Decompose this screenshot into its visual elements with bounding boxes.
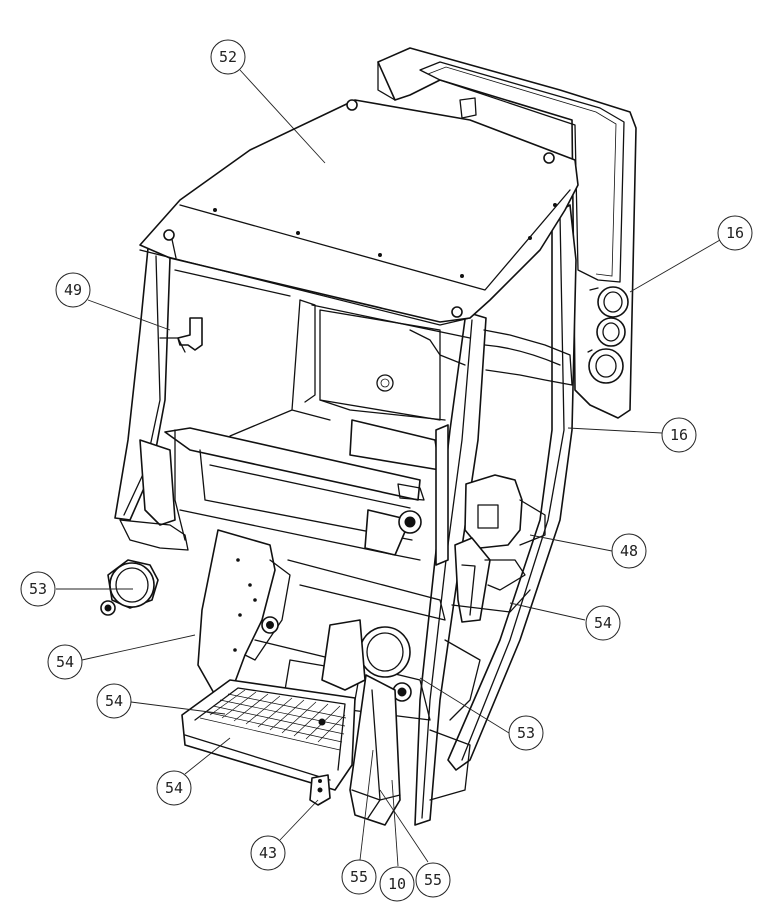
callout-label: 48 bbox=[620, 542, 638, 560]
callout-16-gauges: 16 bbox=[717, 215, 753, 251]
callout-label: 53 bbox=[29, 580, 47, 598]
lower-column bbox=[349, 674, 401, 826]
callout-52-roof: 52 bbox=[210, 39, 246, 75]
callout-53-left-light: 53 bbox=[20, 571, 56, 607]
callout-43-step-bracket: 43 bbox=[250, 835, 286, 871]
callout-55-left: 55 bbox=[341, 859, 377, 895]
left-side-panel bbox=[197, 529, 291, 696]
callout-label: 54 bbox=[56, 653, 74, 671]
cab-body bbox=[114, 204, 577, 826]
step-bracket bbox=[309, 774, 331, 806]
callout-label: 54 bbox=[594, 614, 612, 632]
callout-label: 55 bbox=[350, 868, 368, 886]
callout-49-bracket: 49 bbox=[55, 272, 91, 308]
callout-label: 52 bbox=[219, 48, 237, 66]
callout-54-step-left: 54 bbox=[96, 683, 132, 719]
hook-bracket bbox=[159, 317, 203, 353]
callout-10-column: 10 bbox=[379, 866, 415, 902]
callout-54-right-rail: 54 bbox=[585, 605, 621, 641]
callout-54-step-front: 54 bbox=[156, 770, 192, 806]
callout-label: 10 bbox=[388, 875, 406, 893]
callout-48-seat: 48 bbox=[611, 533, 647, 569]
callout-16-switch: 16 bbox=[661, 417, 697, 453]
reflector-right bbox=[321, 619, 412, 702]
callout-55-right: 55 bbox=[415, 862, 451, 898]
callout-label: 55 bbox=[424, 871, 442, 889]
callout-label: 43 bbox=[259, 844, 277, 862]
callout-label: 53 bbox=[517, 724, 535, 742]
callout-label: 49 bbox=[64, 281, 82, 299]
callout-54-side-panel: 54 bbox=[47, 644, 83, 680]
entry-step bbox=[181, 679, 356, 791]
roof-panel bbox=[139, 99, 579, 326]
reflector-left bbox=[100, 559, 159, 616]
callout-53-right-light: 53 bbox=[508, 715, 544, 751]
gauge-cluster bbox=[587, 286, 629, 384]
callout-label: 54 bbox=[105, 692, 123, 710]
callout-leaders bbox=[56, 69, 721, 867]
callout-label: 16 bbox=[670, 426, 688, 444]
callout-label: 16 bbox=[726, 224, 744, 242]
callout-label: 54 bbox=[165, 779, 183, 797]
